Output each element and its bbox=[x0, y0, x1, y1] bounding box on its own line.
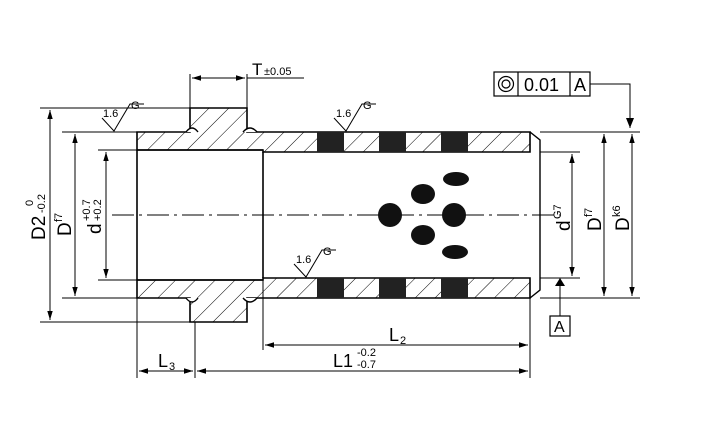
dim-L1-symbol: L1 bbox=[333, 351, 353, 371]
lubricant-plug bbox=[317, 132, 344, 152]
feature-control-frame: 0.01 A bbox=[493, 71, 634, 128]
lubricant-plug bbox=[317, 278, 344, 298]
dim-D-left-symbol: D bbox=[55, 222, 76, 236]
dim-D-left: D f7 bbox=[53, 213, 76, 236]
roughness-grade: G bbox=[363, 100, 372, 112]
dim-L3-symbol: L bbox=[158, 351, 168, 371]
dim-L2-symbol: L bbox=[389, 325, 399, 345]
concentricity-icon bbox=[497, 75, 515, 93]
lower-wall-section bbox=[136, 277, 531, 323]
dim-d-right-fit: G7 bbox=[552, 204, 564, 219]
lubricant-plug bbox=[379, 132, 406, 152]
dim-T: T ±0.05 bbox=[252, 60, 291, 79]
datum-reference: A bbox=[574, 75, 586, 95]
dim-D-right-symbol: D bbox=[585, 217, 606, 231]
roughness-grade: G bbox=[323, 246, 332, 258]
datum-marker: A bbox=[549, 278, 571, 337]
bore-outline bbox=[136, 149, 264, 281]
dim-L2: L 2 bbox=[389, 325, 406, 347]
lubricant-plug bbox=[379, 278, 406, 298]
roughness-symbol-bore: 1.6 G bbox=[293, 246, 336, 278]
dim-D-k6-fit: k6 bbox=[611, 205, 623, 217]
dim-L1: L1 -0.2 -0.7 bbox=[333, 347, 376, 371]
dim-D-right: D f7 bbox=[583, 208, 606, 231]
dim-d-left-upper: +0.7 bbox=[81, 199, 93, 221]
dim-D2-symbol: D2 bbox=[29, 216, 50, 240]
lubricant-plug bbox=[441, 132, 468, 152]
dim-D2-lower: -0.2 bbox=[36, 194, 48, 213]
dim-L3: L 3 bbox=[158, 351, 175, 373]
roughness-value: 1.6 bbox=[336, 108, 351, 120]
roughness-symbol-top-left: 1.6 G bbox=[101, 100, 144, 132]
dim-L3-index: 3 bbox=[169, 361, 175, 373]
upper-wall-section bbox=[136, 107, 531, 153]
dim-d-left-lower: +0.2 bbox=[92, 199, 104, 221]
roughness-grade: G bbox=[131, 100, 140, 112]
dimension-lines bbox=[47, 75, 635, 374]
dim-d-right: d G7 bbox=[552, 204, 575, 231]
dim-T-tolerance: ±0.05 bbox=[264, 66, 291, 78]
dim-d-right-symbol: d bbox=[554, 220, 575, 231]
roughness-symbol-top-middle: 1.6 G bbox=[333, 100, 376, 132]
dim-T-symbol: T bbox=[252, 60, 262, 79]
dim-D-right-fit: f7 bbox=[583, 208, 595, 217]
dim-D2-upper: 0 bbox=[24, 200, 36, 206]
dim-L1-lower: -0.7 bbox=[357, 359, 376, 371]
extension-lines bbox=[40, 74, 640, 378]
roughness-value: 1.6 bbox=[103, 108, 118, 120]
roughness-value: 1.6 bbox=[296, 254, 311, 266]
datum-label: A bbox=[554, 319, 565, 336]
dim-D-k6: D k6 bbox=[611, 205, 634, 231]
dim-d-left: d +0.7 +0.2 bbox=[81, 199, 106, 234]
dim-L1-upper: -0.2 bbox=[357, 347, 376, 359]
plug-pattern bbox=[378, 172, 469, 259]
dim-d-left-symbol: d bbox=[85, 223, 106, 234]
lubricant-plug bbox=[441, 278, 468, 298]
dim-D-left-fit: f7 bbox=[53, 213, 65, 222]
dim-D2: D2 0 -0.2 bbox=[24, 194, 50, 240]
dim-D-k6-symbol: D bbox=[613, 217, 634, 231]
tolerance-value: 0.01 bbox=[524, 75, 559, 95]
dim-L2-index: 2 bbox=[400, 335, 406, 347]
